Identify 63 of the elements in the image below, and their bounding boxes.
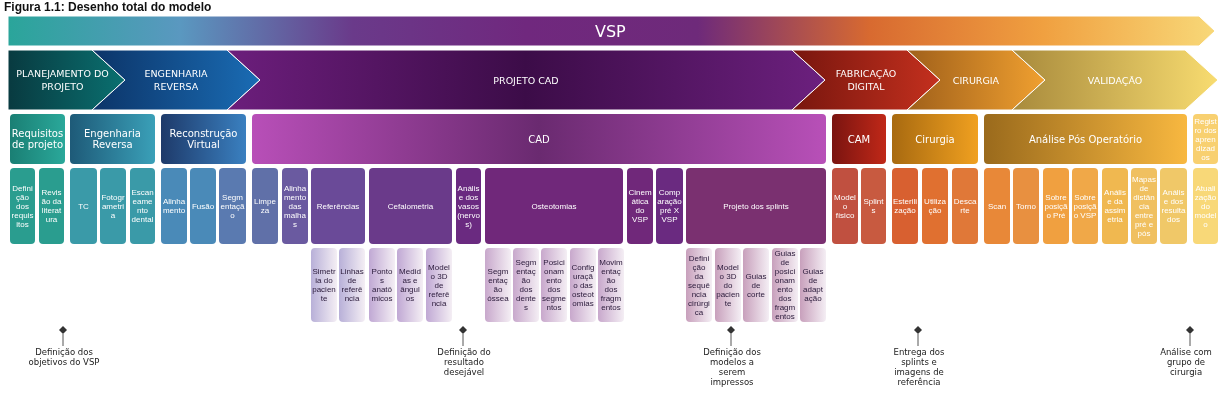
task-box: Limpeza	[252, 168, 278, 244]
task-box: Comparação pré X VSP	[656, 168, 683, 244]
task-box: Cinemática do VSP	[627, 168, 653, 244]
subtask-box: Definição da sequência cirúrgica	[686, 248, 712, 322]
milestone-label: Definição do resultado desejável	[436, 347, 492, 377]
task-box: TC	[70, 168, 97, 244]
subtask-box: Posicionamento dos segmentos	[541, 248, 567, 322]
subtask-box: Pontos anatômicos	[369, 248, 395, 322]
task-box: Utilização	[922, 168, 948, 244]
task-box: Splints	[861, 168, 886, 244]
task-box: Análise da assimetria	[1102, 168, 1128, 244]
task-box: Análise dos resultados	[1160, 168, 1187, 244]
subtask-box: Movimentação dos fragmentos	[598, 248, 624, 322]
task-box: Revisão da literatura	[39, 168, 64, 244]
task-box: Osteotomias	[485, 168, 623, 244]
category-box: Reconstrução Virtual	[161, 114, 246, 164]
subtask-box: Linhas de referência	[339, 248, 365, 322]
figure-title: Figura 1.1: Desenho total do modelo	[4, 0, 212, 14]
task-box: Referências	[311, 168, 365, 244]
task-box: Projeto dos splints	[686, 168, 826, 244]
task-box: Alinhamento das malhas	[282, 168, 308, 244]
task-box: Definição dos requisitos	[10, 168, 35, 244]
milestone-label: Definição dos modelos a serem impressos	[702, 347, 762, 387]
task-box: Segmentação	[219, 168, 246, 244]
task-box: Fusão	[190, 168, 216, 244]
category-box: Registro dos aprendizados	[1193, 114, 1218, 164]
task-box: Esterilização	[892, 168, 918, 244]
phase-banner: FABRICAÇÃO DIGITAL	[792, 50, 940, 110]
subtask-box: Guias de adaptação	[800, 248, 826, 322]
subtask-box: Segmentação óssea	[485, 248, 511, 322]
milestone-label: Definição dos objetivos do VSP	[28, 347, 100, 367]
task-box: Alinhamento	[161, 168, 187, 244]
process-arrow: VSP	[8, 16, 1215, 46]
subtask-box: Guias de posicionamento dos fragmentos	[772, 248, 798, 322]
subtask-box: Modelo 3D do paciente	[715, 248, 741, 322]
category-box: CAD	[252, 114, 826, 164]
task-box: Scan	[984, 168, 1010, 244]
category-box: Requisitos de projeto	[10, 114, 65, 164]
category-box: Análise Pós Operatório	[984, 114, 1187, 164]
subtask-box: Modelo 3D de referência	[426, 248, 452, 322]
task-box: Sobreposição VSP	[1072, 168, 1098, 244]
milestone-label: Análise com grupo de cirurgia	[1159, 347, 1213, 377]
task-box: Sobreposição Pré	[1043, 168, 1069, 244]
task-box: Atualização do modelo	[1193, 168, 1218, 244]
task-box: Cefalometria	[369, 168, 452, 244]
task-box: Fotogrametria	[100, 168, 126, 244]
category-box: Cirurgia	[892, 114, 978, 164]
task-box: Mapas de distância entre pré e pós	[1131, 168, 1157, 244]
phase-banner: CIRURGIA	[907, 50, 1045, 110]
task-box: Descarte	[952, 168, 978, 244]
phase-banner: VALIDAÇÃO	[1012, 50, 1218, 110]
subtask-box: Segmentação dos dentes	[513, 248, 539, 322]
category-box: Engenharia Reversa	[70, 114, 155, 164]
task-box: Análise dos vasos (nervos)	[456, 168, 481, 244]
subtask-box: Simetria do paciente	[311, 248, 337, 322]
task-box: Torno	[1013, 168, 1039, 244]
subtask-box: Medidas e ângulos	[397, 248, 423, 322]
milestone-label: Entrega dos splints e imagens de referência	[892, 347, 946, 387]
subtask-box: Guias de corte	[743, 248, 769, 322]
subtask-box: Configuração das osteotomias	[570, 248, 596, 322]
category-box: CAM	[832, 114, 886, 164]
task-box: Escaneamento dental	[130, 168, 155, 244]
task-box: Modelo físico	[832, 168, 858, 244]
